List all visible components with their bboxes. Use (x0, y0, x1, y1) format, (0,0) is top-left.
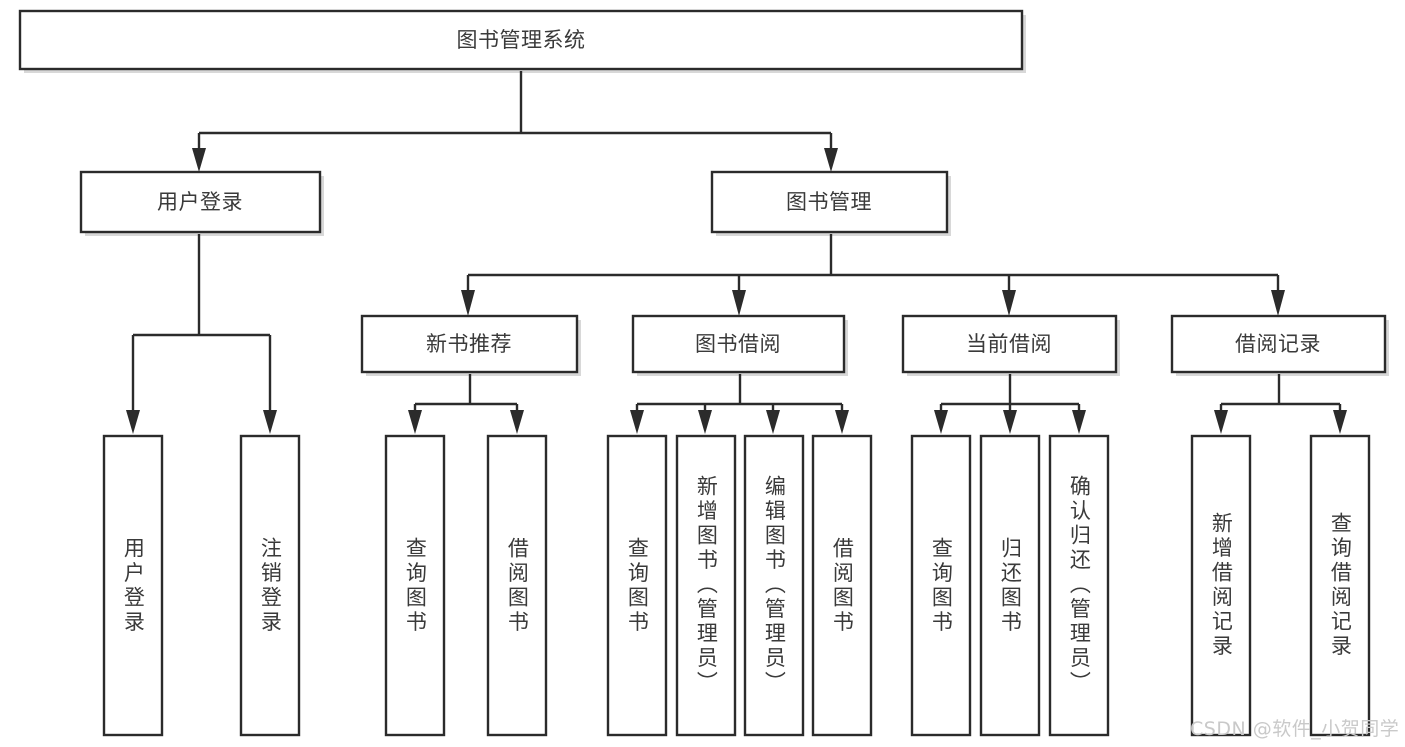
arrow-to-leaf-query-book-3 (934, 410, 948, 434)
arrow-to-borrow-record (1271, 290, 1285, 316)
node-leaf-add-record-box[interactable] (1190, 434, 1252, 737)
arrow-to-current-borrow (1002, 290, 1016, 316)
arrow-to-leaf-add-book (698, 410, 712, 434)
node-leaf-logout-box[interactable] (239, 434, 301, 737)
node-leaf-borrow-book-1-box[interactable] (486, 434, 548, 737)
arrow-to-leaf-confirm-return (1072, 410, 1086, 434)
node-user-login-label: 用户登录 (157, 190, 243, 214)
node-borrow-record-label: 借阅记录 (1235, 332, 1321, 356)
node-book-manage-label: 图书管理 (786, 190, 872, 214)
node-leaf-query-record-box[interactable] (1309, 434, 1371, 737)
node-leaf-query-book-2-box[interactable] (606, 434, 668, 737)
arrow-to-leaf-query-book-2 (630, 410, 644, 434)
node-leaf-query-book-1-box[interactable] (384, 434, 446, 737)
node-book-manage-box[interactable] (710, 170, 949, 234)
node-borrow-record-box[interactable] (1170, 314, 1387, 374)
node-boxes (18, 9, 1387, 737)
connectors (126, 71, 1347, 434)
arrow-to-leaf-return-book (1003, 410, 1017, 434)
node-current-borrow-label: 当前借阅 (966, 332, 1052, 356)
arrow-to-leaf-query-book-1 (408, 410, 422, 434)
node-leaf-user-login-box[interactable] (102, 434, 164, 737)
arrow-to-leaf-add-record (1214, 410, 1228, 434)
node-leaf-add-book-box[interactable] (675, 434, 737, 737)
node-book-borrow-box[interactable] (631, 314, 846, 374)
arrow-to-leaf-borrow-book-1 (510, 410, 524, 434)
arrow-to-leaf-logout (263, 410, 277, 434)
node-leaf-confirm-return-box[interactable] (1048, 434, 1110, 737)
horizontal-labels: 图书管理系统 用户登录 图书管理 新书推荐 图书借阅 当前借阅 借阅记录 (157, 28, 1321, 356)
node-root-box[interactable] (18, 9, 1024, 71)
node-current-borrow-box[interactable] (901, 314, 1118, 374)
node-leaf-edit-book-box[interactable] (743, 434, 805, 737)
node-book-borrow-label: 图书借阅 (695, 332, 781, 356)
csdn-watermark: CSDN @软件_小贺同学 (1190, 718, 1400, 740)
arrow-to-book-borrow (732, 290, 746, 316)
arrow-to-leaf-user-login (126, 410, 140, 434)
arrow-to-book-manage (824, 148, 838, 172)
node-user-login-box[interactable] (79, 170, 322, 234)
node-leaf-borrow-book-2-box[interactable] (811, 434, 873, 737)
arrow-to-user-login (192, 148, 206, 172)
node-root-label: 图书管理系统 (457, 28, 586, 52)
arrow-to-leaf-query-record (1333, 410, 1347, 434)
node-leaf-query-book-3-box[interactable] (910, 434, 972, 737)
node-new-book-recommend-box[interactable] (360, 314, 579, 374)
arrow-to-leaf-borrow-book-2 (835, 410, 849, 434)
node-new-book-recommend-label: 新书推荐 (426, 332, 512, 356)
arrow-to-new-book-recommend (461, 290, 475, 316)
node-leaf-return-book-box[interactable] (979, 434, 1041, 737)
arrow-to-leaf-edit-book (766, 410, 780, 434)
